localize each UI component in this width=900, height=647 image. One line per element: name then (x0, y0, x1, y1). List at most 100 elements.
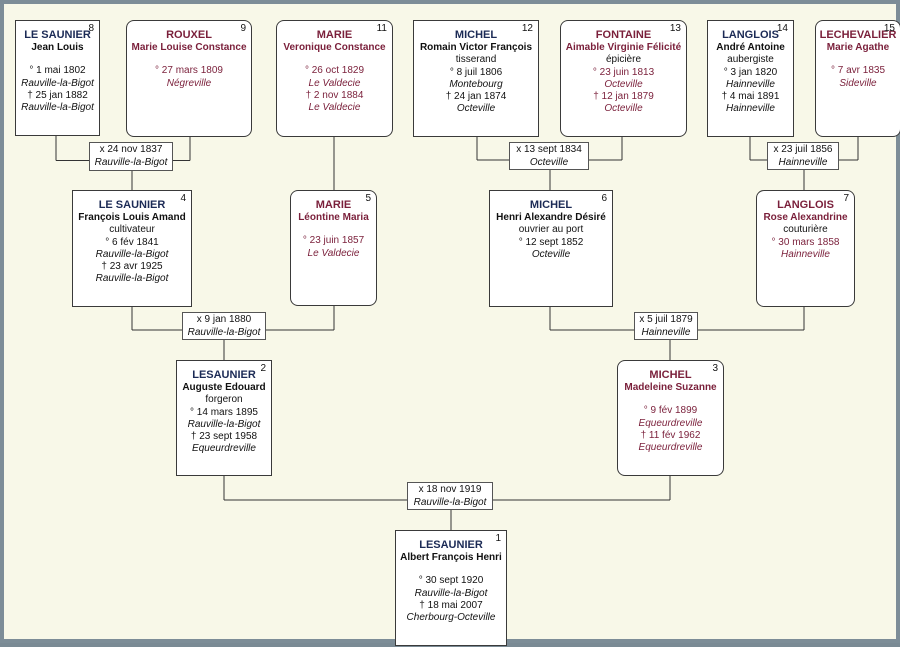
person-given-names: François Louis Amand (78, 212, 186, 223)
birth-date: ° 8 juil 1806 (449, 66, 503, 78)
sosa-number: 7 (843, 193, 849, 204)
person-given-names: Auguste Edouard (182, 382, 266, 393)
sosa-number: 9 (240, 23, 246, 34)
person-given-names: Madeleine Suzanne (624, 382, 717, 393)
person-occupation: épicière (605, 54, 642, 66)
marriage-place: Hainneville (641, 326, 691, 338)
person-given-names: Marie Louise Constance (131, 42, 247, 53)
death-place: Hainneville (726, 103, 775, 115)
person-surname: LESAUNIER (419, 539, 483, 551)
birth-place: Rauville-la-Bigot (187, 418, 261, 430)
death-place: Equeurdreville (192, 443, 256, 455)
spacer (396, 564, 506, 575)
person-surname: LESAUNIER (192, 369, 256, 381)
birth-date: ° 1 mai 1802 (29, 65, 86, 77)
marriage-date: x 9 jan 1880 (196, 314, 252, 325)
sosa-number: 14 (776, 23, 788, 34)
spacer (16, 54, 99, 65)
death-place: Octeville (604, 103, 643, 115)
spacer (127, 54, 251, 65)
birth-place: Equeurdreville (638, 417, 703, 429)
person-given-names: Veronique Constance (283, 42, 386, 53)
death-date: † 11 fév 1962 (640, 429, 701, 441)
marriage-place: Rauville-la-Bigot (187, 326, 261, 338)
marriage-place: Rauville-la-Bigot (413, 496, 487, 508)
birth-place: Hainneville (781, 248, 830, 260)
marriage-date: x 23 juil 1856 (773, 144, 833, 155)
sosa-number: 8 (88, 23, 94, 34)
person-occupation: couturière (783, 224, 828, 236)
sosa-number: 6 (601, 193, 607, 204)
person-surname: FONTAINE (595, 29, 652, 41)
person-surname: LANGLOIS (722, 29, 779, 41)
death-date: † 24 jan 1874 (445, 91, 507, 103)
death-date: † 18 mai 2007 (419, 599, 483, 611)
death-date: † 23 avr 1925 (101, 261, 163, 273)
birth-place: Montebourg (449, 78, 503, 90)
birth-date: ° 27 mars 1809 (155, 65, 223, 77)
person-surname: ROUXEL (166, 29, 212, 41)
birth-place: Rauville-la-Bigot (95, 248, 169, 260)
sosa-number: 13 (669, 23, 681, 34)
birth-date: ° 30 mars 1858 (771, 236, 840, 248)
death-place: Octeville (456, 103, 496, 115)
person-surname: MICHEL (454, 29, 498, 41)
birth-place: Rauville-la-Bigot (414, 587, 488, 599)
person-surname: LANGLOIS (777, 199, 834, 211)
person-surname: LECHEVALIER (819, 29, 897, 41)
person-occupation: tisserand (455, 54, 497, 66)
birth-date: ° 9 fév 1899 (643, 405, 698, 417)
birth-date: ° 23 juin 1857 (302, 235, 365, 247)
birth-date: ° 26 oct 1829 (304, 65, 365, 77)
birth-date: ° 3 jan 1820 (723, 66, 778, 78)
person-surname: MARIE (316, 29, 353, 41)
sosa-number: 2 (260, 363, 266, 374)
sosa-number: 3 (712, 363, 718, 374)
death-place: Le Valdecie (308, 102, 361, 114)
person-given-names: Rose Alexandrine (763, 212, 848, 223)
sosa-number: 1 (495, 533, 501, 544)
spacer (277, 54, 392, 65)
death-date: † 23 sept 1958 (190, 431, 258, 443)
marriage-place: Octeville (529, 156, 569, 168)
death-place: Equeurdreville (638, 442, 703, 454)
birth-place: Négreville (166, 77, 212, 89)
person-given-names: Henri Alexandre Désiré (496, 212, 606, 223)
person-occupation: cultivateur (109, 224, 155, 236)
death-date: † 12 jan 1879 (593, 91, 654, 103)
person-surname: MARIE (315, 199, 352, 211)
person-occupation: ouvrier au port (518, 224, 584, 236)
birth-place: Rauville-la-Bigot (21, 77, 94, 89)
birth-date: ° 14 mars 1895 (190, 406, 258, 418)
marriage-date: x 13 sept 1834 (516, 144, 582, 155)
death-place: Cherbourg-Octeville (406, 612, 496, 624)
person-occupation: aubergiste (727, 54, 774, 66)
birth-date: ° 7 avr 1835 (830, 65, 886, 77)
spacer (816, 54, 900, 65)
person-given-names: Albert François Henri (400, 552, 502, 563)
sosa-number: 11 (376, 23, 387, 34)
person-surname: MICHEL (649, 369, 692, 381)
person-given-names: Marie Agathe (826, 42, 890, 53)
marriage-date: x 24 nov 1837 (99, 144, 163, 155)
birth-place: Le Valdecie (308, 77, 361, 89)
birth-place: Hainneville (726, 78, 775, 90)
marriage-place: Rauville-la-Bigot (94, 156, 168, 168)
